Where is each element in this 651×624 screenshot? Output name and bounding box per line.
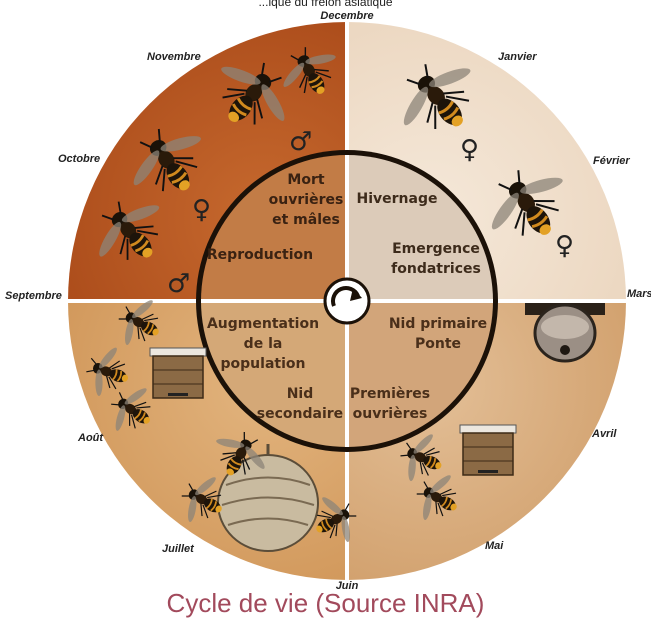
phase-summer-line5: secondaire [257,406,343,422]
hive-icon-septembre [149,347,207,399]
male-symbol-novembre: ♂ [289,127,312,157]
inner-quadrant-summer [201,301,347,447]
phase-autumn-line1: Mort [287,172,324,188]
female-symbol-octobre: ♀ [192,195,211,225]
phase-autumn-line4: Reproduction [207,247,313,263]
inner-quadrant-autumn [201,155,347,301]
phase-winter-line2: Emergence [392,241,480,257]
month-avril: Avril [591,428,617,440]
nest-icon-mars [525,303,605,363]
inner-quadrant-winter [347,155,493,301]
month-juillet: Juillet [162,543,195,555]
phase-autumn-line2: ouvrières [269,192,344,208]
month-fevrier: Février [593,155,630,167]
phase-spring-line2: Ponte [415,336,461,352]
phase-summer-line3: population [221,356,306,372]
phase-spring-line3: Premières [350,386,430,402]
month-octobre: Octobre [58,153,100,165]
female-symbol-janvier: ♀ [460,135,479,165]
month-mai: Mai [485,540,504,552]
phase-spring-line1: Nid primaire [389,316,487,332]
month-septembre: Septembre [5,290,62,302]
phase-summer-line4: Nid [287,386,314,402]
inner-wheel [196,150,498,452]
phase-winter-line3: fondatrices [391,261,481,277]
phase-autumn-line3: et mâles [272,212,340,228]
month-janvier: Janvier [498,51,537,63]
month-aout: Août [77,432,104,444]
female-symbol-fevrier: ♀ [555,231,574,261]
phase-winter-line1: Hivernage [357,191,438,207]
phase-spring-line4: ouvrières [353,406,428,422]
month-juin: Juin [336,580,359,592]
caption: Cycle de vie (Source INRA) [166,588,485,618]
month-mars: Mars [627,288,651,300]
phase-summer-line2: de la [244,336,283,352]
month-decembre: Decembre [320,10,373,22]
phase-summer-line1: Augmentation [207,316,319,332]
male-symbol-septembre: ♂ [167,269,190,299]
month-novembre: Novembre [147,51,201,63]
cycle-arrow-icon [323,277,371,325]
inner-quadrant-spring [347,301,493,447]
top-clipped-title-text: ...ique du frelon asiatique [258,0,393,9]
top-clipped-title: ...ique du frelon asiatique [0,0,651,10]
hive-icon-avril [459,424,517,476]
